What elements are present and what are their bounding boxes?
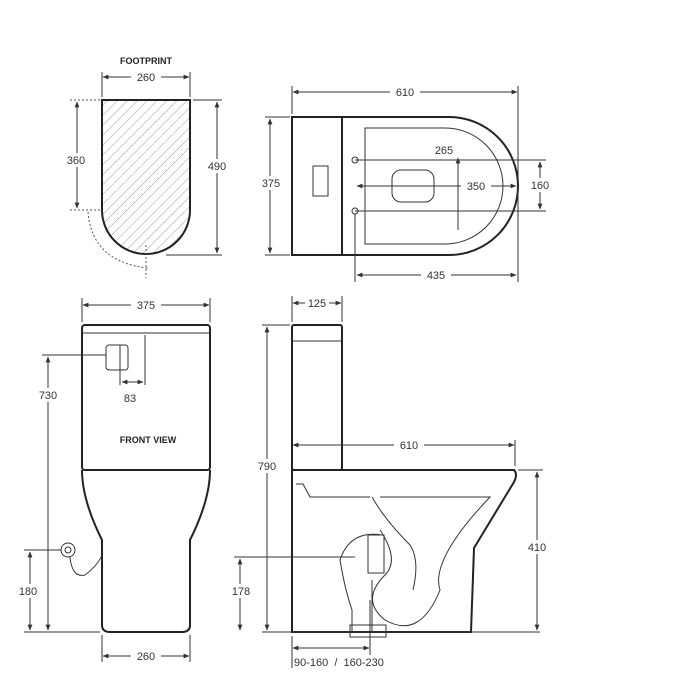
footprint-depth-total-dim: 490 [208,161,226,173]
top-length-dim: 610 [396,87,414,99]
side-view: 125 790 610 410 178 90-160 / 160-230 [227,296,551,669]
seat-length-dim: 350 [467,181,485,193]
footprint-depth-straight-dim: 360 [67,155,85,167]
front-view-title: FRONT VIEW [120,435,177,445]
side-tank [291,324,343,471]
top-view: 610 375 265 350 160 435 [257,85,552,282]
seat-outline [364,127,504,245]
side-height-dim: 790 [258,461,276,473]
inlet-height-dim: 180 [19,586,37,598]
seat-height-dim: 410 [528,542,546,554]
front-flush-button [105,344,129,371]
top-width-dim: 375 [262,178,280,190]
setout-dim: 90-160 / 160-230 [294,657,384,669]
front-pedestal [81,469,211,633]
base-width-dim: 260 [137,651,155,663]
flush-button [312,165,329,197]
outlet-height-dim: 178 [232,586,250,598]
front-view: 375 83 FRONT VIEW 730 180 260 [16,298,211,663]
footprint-view: FOOTPRINT 260 360 490 [62,56,231,278]
side-length-dim: 610 [400,440,418,452]
outlet-pan-connector [339,533,383,633]
footprint-title: FOOTPRINT [120,56,172,66]
side-bowl [291,469,517,633]
inlet-hose [69,554,103,576]
front-height-dim: 730 [39,390,57,402]
footprint-width-dim: 260 [137,72,155,84]
footprint-outline [101,99,191,255]
front-width-dim: 375 [137,300,155,312]
button-offset-dim: 83 [124,393,136,405]
top-bowl [342,116,519,256]
pan-length-dim: 435 [427,270,445,282]
top-tank [291,116,343,256]
seat-width-dim: 160 [531,180,549,192]
seat-depth-dim: 265 [435,145,453,157]
tank-depth-dim: 125 [308,298,326,310]
water-inlet [60,542,76,558]
front-tank [81,324,211,471]
bowl-trap [296,483,492,627]
